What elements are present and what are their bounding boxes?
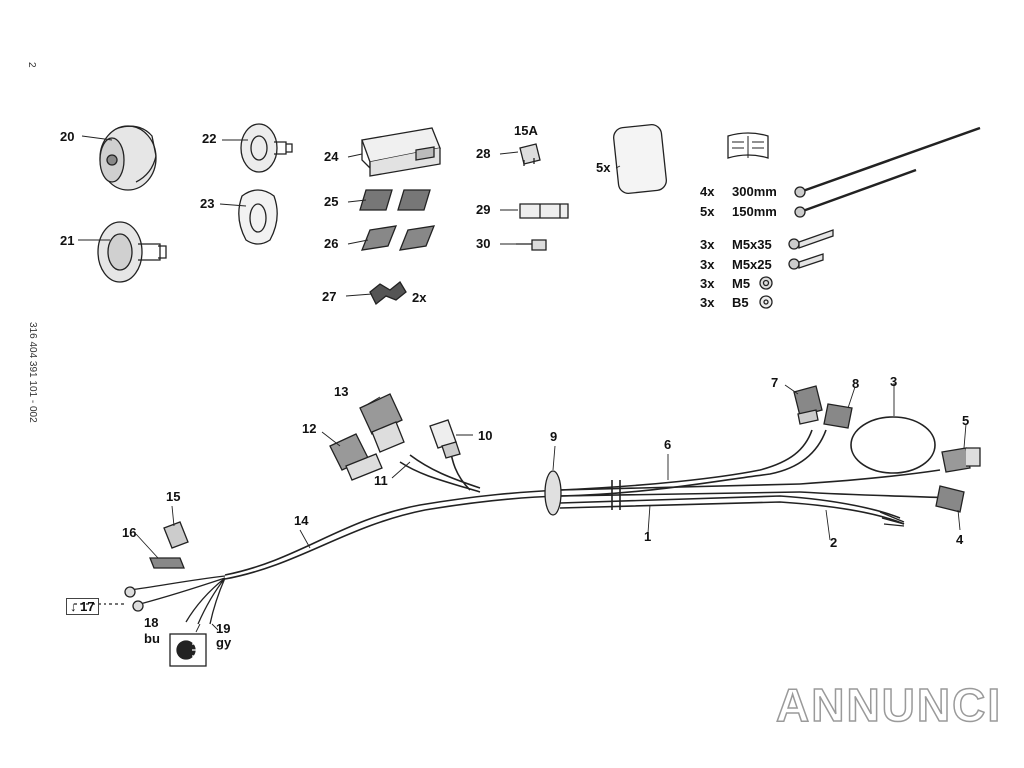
- hardware-spec-0: 300mm: [732, 184, 777, 199]
- connector-16-icon: [149, 557, 185, 569]
- page-number: 2: [26, 62, 37, 68]
- seal-plug-22-icon: [240, 123, 293, 173]
- part-label-20: 20: [60, 129, 75, 144]
- part-label-21: 21: [60, 233, 75, 248]
- hardware-qty-0: 4x: [700, 184, 715, 199]
- hardware-spec-5: B5: [732, 295, 749, 310]
- part-label-17: ↓ 17: [66, 598, 99, 615]
- hardware-spec-2: M5x35: [732, 237, 772, 252]
- part-label-3: 3: [890, 374, 898, 389]
- part-label-19: 19: [216, 621, 231, 636]
- socket-base-21-icon: [97, 221, 167, 283]
- part-label-23: 23: [200, 196, 215, 211]
- part-label-30: 30: [476, 236, 491, 251]
- hardware-qty-1: 5x: [700, 204, 715, 219]
- washer-b5-icon: [759, 295, 773, 309]
- screw-m5x35-icon: [788, 229, 834, 250]
- qty-label-pad: 5x: [596, 160, 611, 175]
- connector-7-icon: [793, 385, 823, 425]
- cable-tie-150mm-icon: [794, 168, 917, 218]
- watermark-logo: ANNUNCI: [775, 678, 1003, 732]
- part-label-24: 24: [324, 149, 339, 164]
- connector-10-icon: [429, 419, 461, 459]
- part-label-1: 1: [644, 529, 652, 544]
- part-label-27: 27: [322, 289, 337, 304]
- connector-8-icon: [823, 403, 853, 429]
- part-label-7: 7: [771, 375, 779, 390]
- hardware-qty-3: 3x: [700, 257, 715, 272]
- clip-27-icon: [369, 281, 407, 306]
- manual-book-icon: [727, 132, 769, 159]
- ring-terminals-17-icon: [74, 575, 226, 625]
- hardware-qty-2: 3x: [700, 237, 715, 252]
- part-label-16: 16: [122, 525, 137, 540]
- connector-5-icon: [941, 447, 981, 473]
- part-label-8: 8: [852, 376, 860, 391]
- ground-connector-15-icon: [163, 521, 189, 549]
- drawing-code: 316 404 391 101 - 002: [27, 322, 38, 423]
- part-label-28: 28: [476, 146, 491, 161]
- part-label-13: 13: [334, 384, 349, 399]
- part-label-25: 25: [324, 194, 339, 209]
- part-label-22: 22: [202, 131, 217, 146]
- fuse-rating: 15A: [514, 123, 538, 138]
- part-label-2: 2: [830, 535, 838, 550]
- screw-m5x25-icon: [788, 253, 824, 270]
- adhesive-pads-25-icon: [359, 189, 431, 211]
- trailer-socket-20-icon: [99, 125, 157, 191]
- hardware-qty-5: 3x: [700, 295, 715, 310]
- part-label-15: 15: [166, 489, 181, 504]
- hardware-qty-4: 3x: [700, 276, 715, 291]
- part-label-29: 29: [476, 202, 491, 217]
- part-label-10: 10: [478, 428, 493, 443]
- foam-pad-icon: [613, 124, 667, 194]
- cable-tie-300mm-icon: [794, 126, 981, 198]
- wire-color-bu: bu: [144, 631, 160, 646]
- part-label-11: 11: [374, 473, 388, 488]
- part-label-26: 26: [324, 236, 339, 251]
- connector-4-icon: [935, 485, 965, 513]
- fuse-holder-29-icon: [519, 203, 569, 219]
- qty-label-27: 2x: [412, 290, 427, 305]
- nut-m5-icon: [759, 276, 773, 290]
- fuse-28-icon: [519, 143, 541, 166]
- hardware-spec-3: M5x25: [732, 257, 772, 272]
- wire-ends-2-icon: [879, 511, 905, 527]
- fog-lamp-icon: [169, 633, 207, 667]
- part-label-12: 12: [302, 421, 317, 436]
- hardware-spec-1: 150mm: [732, 204, 777, 219]
- adhesive-pads-26-icon: [360, 225, 436, 251]
- wire-color-gy: gy: [216, 635, 232, 650]
- wiring-harness: [224, 416, 951, 580]
- leader-lines: [78, 135, 967, 633]
- gasket-23-icon: [238, 189, 278, 245]
- part-label-18: 18: [144, 615, 159, 630]
- hardware-spec-4: M5: [732, 276, 751, 291]
- connector-12-icon: [329, 433, 383, 481]
- part-label-5: 5: [962, 413, 970, 428]
- grommet-9-icon: [544, 470, 562, 516]
- part-label-4: 4: [956, 532, 964, 547]
- connector-13-icon: [359, 393, 405, 453]
- part-label-6: 6: [664, 437, 672, 452]
- part-label-14: 14: [294, 513, 309, 528]
- terminal-30-icon: [516, 239, 547, 251]
- part-label-9: 9: [550, 429, 558, 444]
- control-unit-24-icon: [361, 127, 441, 177]
